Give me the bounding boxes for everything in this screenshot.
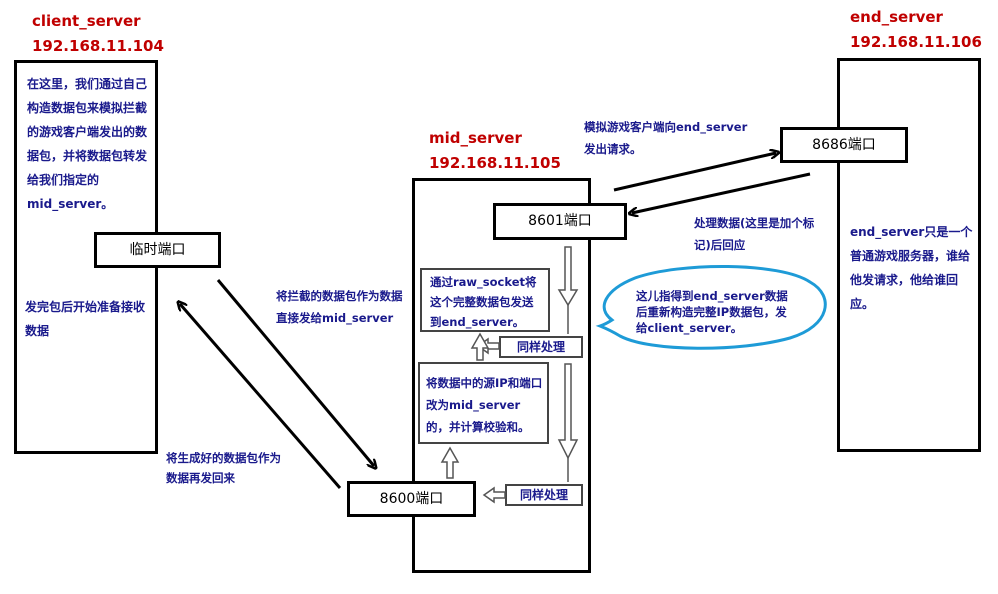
end-server-title: end_server: [850, 8, 943, 26]
callout-text: 这儿指得到end_server数据后重新构造完整IP数据包，发给client_s…: [636, 289, 788, 335]
hollow-arrow-up-1: [440, 446, 460, 479]
same-process-label-2: 同样处理: [505, 484, 583, 506]
end-server-description: end_server只是一个普通游戏服务器，谁给他发请求，他给谁回应。: [850, 225, 973, 311]
hollow-arrow-up-2: [470, 332, 490, 361]
arrow-mid-to-end: [613, 153, 776, 192]
mid-port-8600: 8600端口: [347, 481, 476, 517]
raw-socket-note-box: 通过raw_socket将这个完整数据包发送到end_server。: [420, 268, 550, 332]
edge-label-end-to-mid: 处理数据(这里是加个标记)后回应: [694, 216, 815, 252]
same-process-label-1: 同样处理: [499, 336, 583, 358]
mid-server-ip: 192.168.11.105: [429, 154, 561, 172]
client-temp-port: 临时端口: [94, 232, 221, 268]
arrow-end-to-mid: [632, 172, 811, 213]
end-server-ip: 192.168.11.106: [850, 33, 982, 51]
rewrite-note-box: 将数据中的源IP和端口改为mid_server的，并计算校验和。: [418, 362, 549, 444]
client-description-2: 发完包后开始准备接收数据: [25, 300, 146, 338]
hollow-arrow-down-1: [557, 246, 579, 307]
arrow-mid-to-client: [180, 304, 342, 489]
edge-label-mid-to-client: 将生成好的数据包作为数据再发回来: [166, 451, 281, 485]
client-server-title: client_server: [32, 12, 141, 30]
arrow-client-to-mid: [216, 279, 374, 466]
mid-port-8601: 8601端口: [493, 203, 627, 240]
end-port-8686: 8686端口: [780, 127, 908, 163]
client-server-ip: 192.168.11.104: [32, 37, 164, 55]
callout-bubble: [595, 265, 827, 350]
edge-label-mid-to-end: 模拟游戏客户端向end_server发出请求。: [584, 120, 748, 156]
hollow-arrow-down-2: [557, 363, 579, 460]
hollow-arrow-left-1: [482, 486, 506, 504]
client-description: 在这里，我们通过自己构造数据包来模拟拦截的游戏客户端发出的数据包，并将数据包转发…: [27, 77, 148, 211]
edge-label-client-to-mid: 将拦截的数据包作为数据直接发给mid_server: [276, 289, 403, 325]
mid-server-title: mid_server: [429, 129, 522, 147]
end-server-box: [837, 58, 981, 452]
